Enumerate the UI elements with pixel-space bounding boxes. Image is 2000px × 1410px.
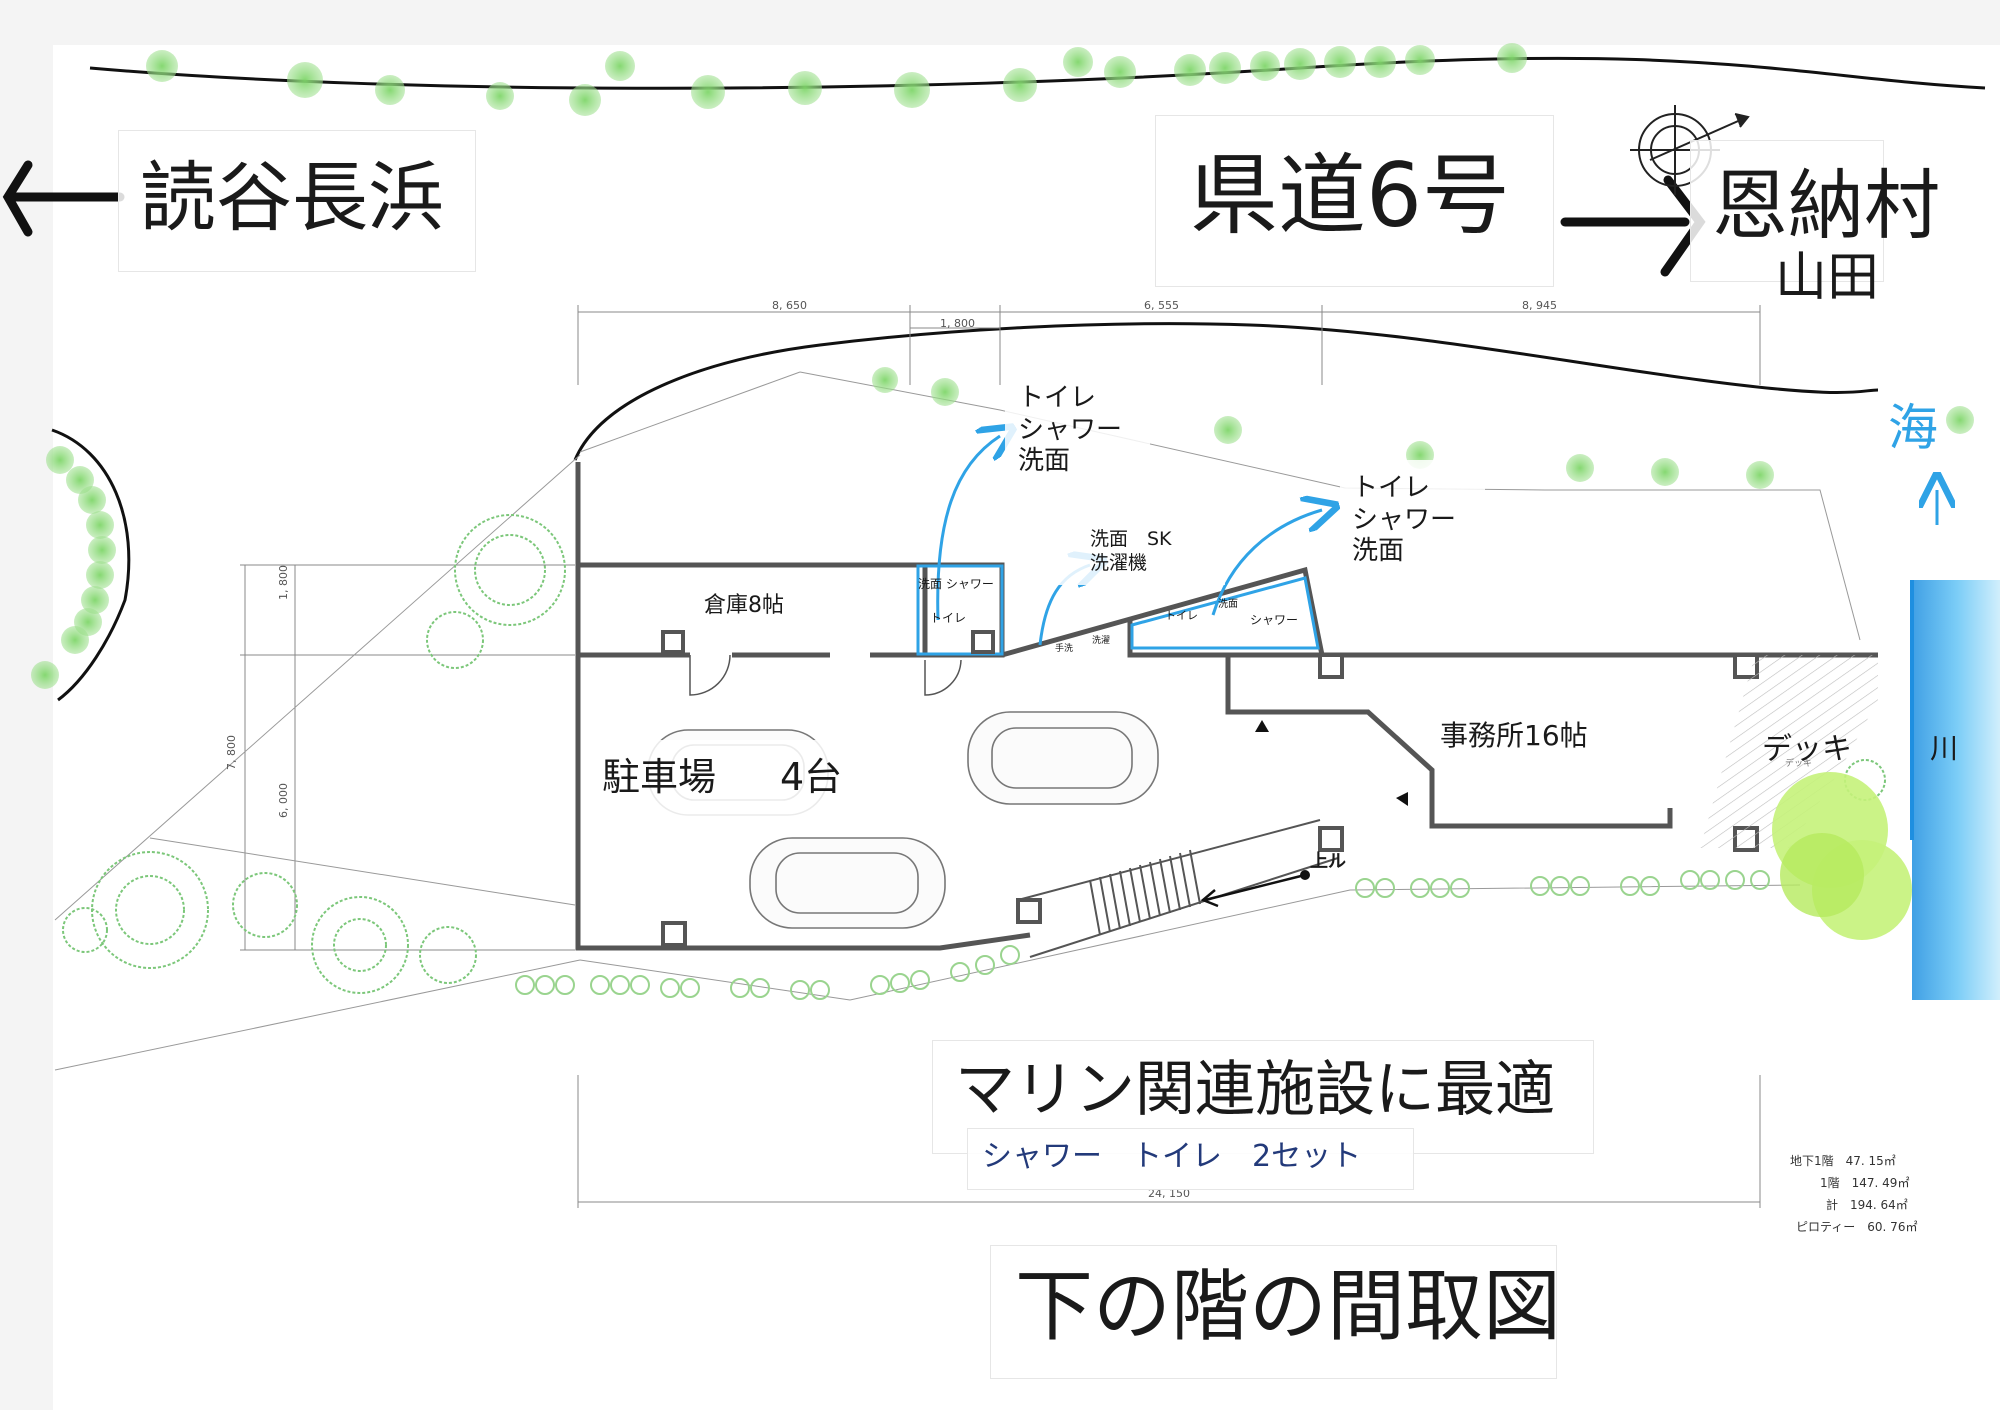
restroom-note-1: トイレ シャワー 洗面 <box>1018 383 1123 477</box>
bath-right-shower-label: シャワー <box>1250 613 1299 627</box>
parking-label-b: 4台 <box>780 755 843 799</box>
deck-label: デッキ <box>1762 732 1852 767</box>
road-edge-line <box>89 56 1986 90</box>
restroom-note-2-box <box>1340 460 1485 585</box>
hedge-top <box>146 43 1527 116</box>
laundry-note-box <box>1045 520 1225 585</box>
tagline-sub-label: シャワー トイレ 2セット <box>982 1139 1362 1174</box>
stairs <box>1017 819 1339 958</box>
right-arrow-icon <box>1560 175 1706 277</box>
hedge-left <box>31 446 116 689</box>
stairs-arrow-icon <box>1200 870 1310 908</box>
dim-top-3: 6, 555 <box>1144 299 1179 312</box>
area-b1: 地下1階 47. 15㎡ <box>1790 1154 1896 1168</box>
sea-label: 海 <box>1888 399 1938 457</box>
right-direction-label-1: 恩納村 <box>1712 161 1940 250</box>
parking-label-a: 駐車場 <box>602 755 717 799</box>
stairs-label: 上ル <box>1310 851 1346 872</box>
basin-a-label: 手洗 <box>1055 644 1074 654</box>
office-markers <box>1255 720 1408 806</box>
tagline-sub-box <box>967 1128 1414 1190</box>
page-title: 下の階の間取図 <box>1015 1262 1562 1352</box>
bath-right-basin-label: 洗面 <box>1218 599 1238 610</box>
road-name-label: 県道6号 <box>1190 144 1510 247</box>
parking-label-box <box>590 740 865 820</box>
dim-left-total: 7, 800 <box>225 735 238 770</box>
hedge-row-bottom <box>515 870 1770 1000</box>
dimension-line-bottom <box>577 1075 1761 1208</box>
dim-bottom-total: 24, 150 <box>1148 1187 1190 1200</box>
dim-top-2: 1, 800 <box>940 317 975 330</box>
office-label: 事務所16帖 <box>1440 719 1588 752</box>
area-f1: 1階 147. 49㎡ <box>1820 1176 1910 1190</box>
bathroom-outlines <box>916 564 1320 656</box>
trees-left <box>62 514 1886 994</box>
dim-left-2: 6, 000 <box>277 783 290 818</box>
storage-room-label: 倉庫8帖 <box>704 593 784 618</box>
dimension-lines-left <box>240 564 575 951</box>
restroom-note-2: トイレ シャワー 洗面 <box>1352 473 1457 567</box>
road-name-box <box>1155 115 1554 287</box>
left-boundary-arc <box>51 428 131 702</box>
bath-left-label: 洗面 シャワー <box>918 577 994 591</box>
basin-b-label: 洗濯 <box>1092 636 1111 646</box>
left-direction-box <box>118 130 476 272</box>
deck-small-label: デッキ <box>1785 759 1813 769</box>
left-direction-label: 読谷長浜 <box>140 153 444 242</box>
site-top-curve <box>573 322 1879 461</box>
bath-right-toilet-label: トイレ <box>1165 609 1198 622</box>
laundry-note: 洗面 SK 洗濯機 <box>1090 528 1172 574</box>
doors <box>689 654 962 696</box>
dimension-lines-top <box>577 305 1761 385</box>
dim-left-1: 1, 800 <box>277 565 290 600</box>
dim-top-4: 8, 945 <box>1522 299 1557 312</box>
tagline-label: マリン関連施設に最適 <box>955 1055 1555 1125</box>
river-icon <box>1910 580 2000 1000</box>
left-arrow-icon <box>2 160 125 237</box>
bath-left-toilet-label: トイレ <box>930 611 967 625</box>
right-direction-label-2: 山田 <box>1775 248 1880 308</box>
river-label: 川 <box>1930 732 1959 765</box>
deck-hatch <box>1700 655 1878 848</box>
area-piloti: ピロティー 60. 76㎡ <box>1796 1220 1918 1234</box>
restroom-note-1-box <box>1005 370 1150 495</box>
title-box <box>990 1245 1557 1379</box>
deck-trees <box>1772 772 1912 940</box>
right-direction-box <box>1690 140 1884 282</box>
dim-top-1: 8, 650 <box>772 299 807 312</box>
area-total: 計 194. 64㎡ <box>1826 1198 1908 1212</box>
